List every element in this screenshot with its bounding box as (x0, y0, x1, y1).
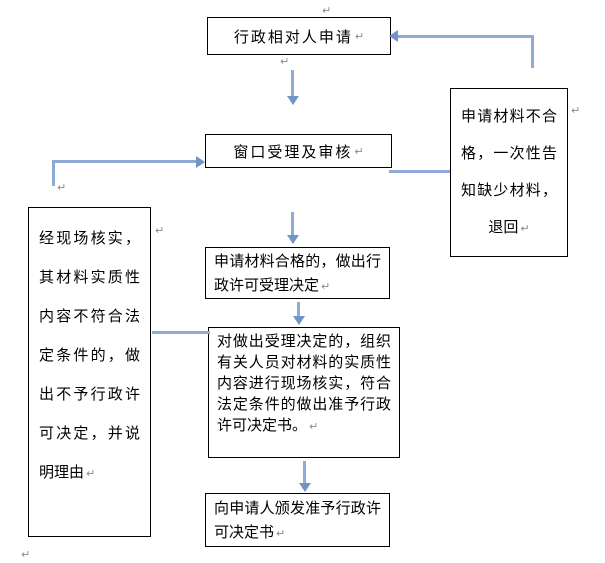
paragraph-mark: ↵ (321, 280, 331, 293)
line-onsite-reject-to-verify (152, 331, 210, 334)
node-accept-decision-text: 申请材料合格的，做出行政许可受理决定 (214, 254, 381, 294)
elbow-left-vertical (52, 160, 55, 186)
elbow-left-horizontal (52, 160, 196, 163)
node-onsite-verification-text: 对做出受理决定的，组织有关人员对材料的实质性内容进行现场核实，符合法定条件的做出… (217, 334, 391, 434)
elbow-reject-to-applicant-horizontal (398, 35, 534, 38)
node-applicant-text: 行政相对人申请 (233, 29, 353, 46)
arrow-down-icon (287, 235, 299, 244)
paragraph-mark: ↵ (21, 548, 31, 561)
paragraph-mark: ↵ (280, 55, 290, 68)
node-window-review-text: 窗口受理及审核 (233, 144, 353, 161)
node-window-review: 窗口受理及审核↵ (205, 134, 392, 168)
paragraph-mark: ↵ (322, 4, 332, 17)
node-material-reject: 申请材料不合格，一次性告知缺少材料，退回↵ (450, 88, 568, 257)
paragraph-mark: ↵ (354, 29, 365, 43)
arrow-down-icon (299, 483, 311, 492)
node-issue-certificate-text: 向申请人颁发准予行政许可决定书 (214, 501, 381, 541)
paragraph-mark: ↵ (276, 527, 286, 540)
paragraph-mark: ↵ (309, 420, 319, 433)
paragraph-mark: ↵ (354, 144, 364, 158)
node-applicant: 行政相对人申请↵ (207, 17, 391, 55)
line-window-to-material-reject (389, 170, 450, 173)
node-issue-certificate: 向申请人颁发准予行政许可决定书↵ (205, 493, 390, 547)
paragraph-mark: ↵ (520, 222, 530, 235)
paragraph-mark: ↵ (155, 224, 165, 237)
paragraph-mark: ↵ (571, 104, 581, 117)
node-material-reject-text: 申请材料不合格，一次性告知缺少材料，退回 (461, 109, 557, 236)
arrow-accept-to-verify-shaft (297, 302, 300, 317)
node-onsite-reject-text: 经现场核实，其材料实质性内容不符合法定条件的，做出不予行政许可决定，并说明理由 (39, 231, 140, 481)
node-onsite-reject: 经现场核实，其材料实质性内容不符合法定条件的，做出不予行政许可决定，并说明理由↵ (28, 207, 151, 537)
elbow-reject-to-applicant-vertical (531, 35, 534, 68)
paragraph-mark: ↵ (57, 181, 67, 194)
arrow-window-to-accept-shaft (291, 212, 294, 236)
arrow-verify-to-issue-shaft (303, 461, 306, 484)
node-accept-decision: 申请材料合格的，做出行政许可受理决定↵ (205, 247, 390, 299)
arrow-applicant-to-window-shaft (291, 70, 294, 97)
arrow-right-icon (196, 156, 205, 168)
node-onsite-verification: 对做出受理决定的，组织有关人员对材料的实质性内容进行现场核实，符合法定条件的做出… (208, 327, 400, 458)
arrow-down-icon (287, 96, 299, 105)
arrow-down-icon (293, 316, 305, 325)
paragraph-mark: ↵ (86, 467, 96, 480)
arrow-left-icon (389, 30, 398, 42)
